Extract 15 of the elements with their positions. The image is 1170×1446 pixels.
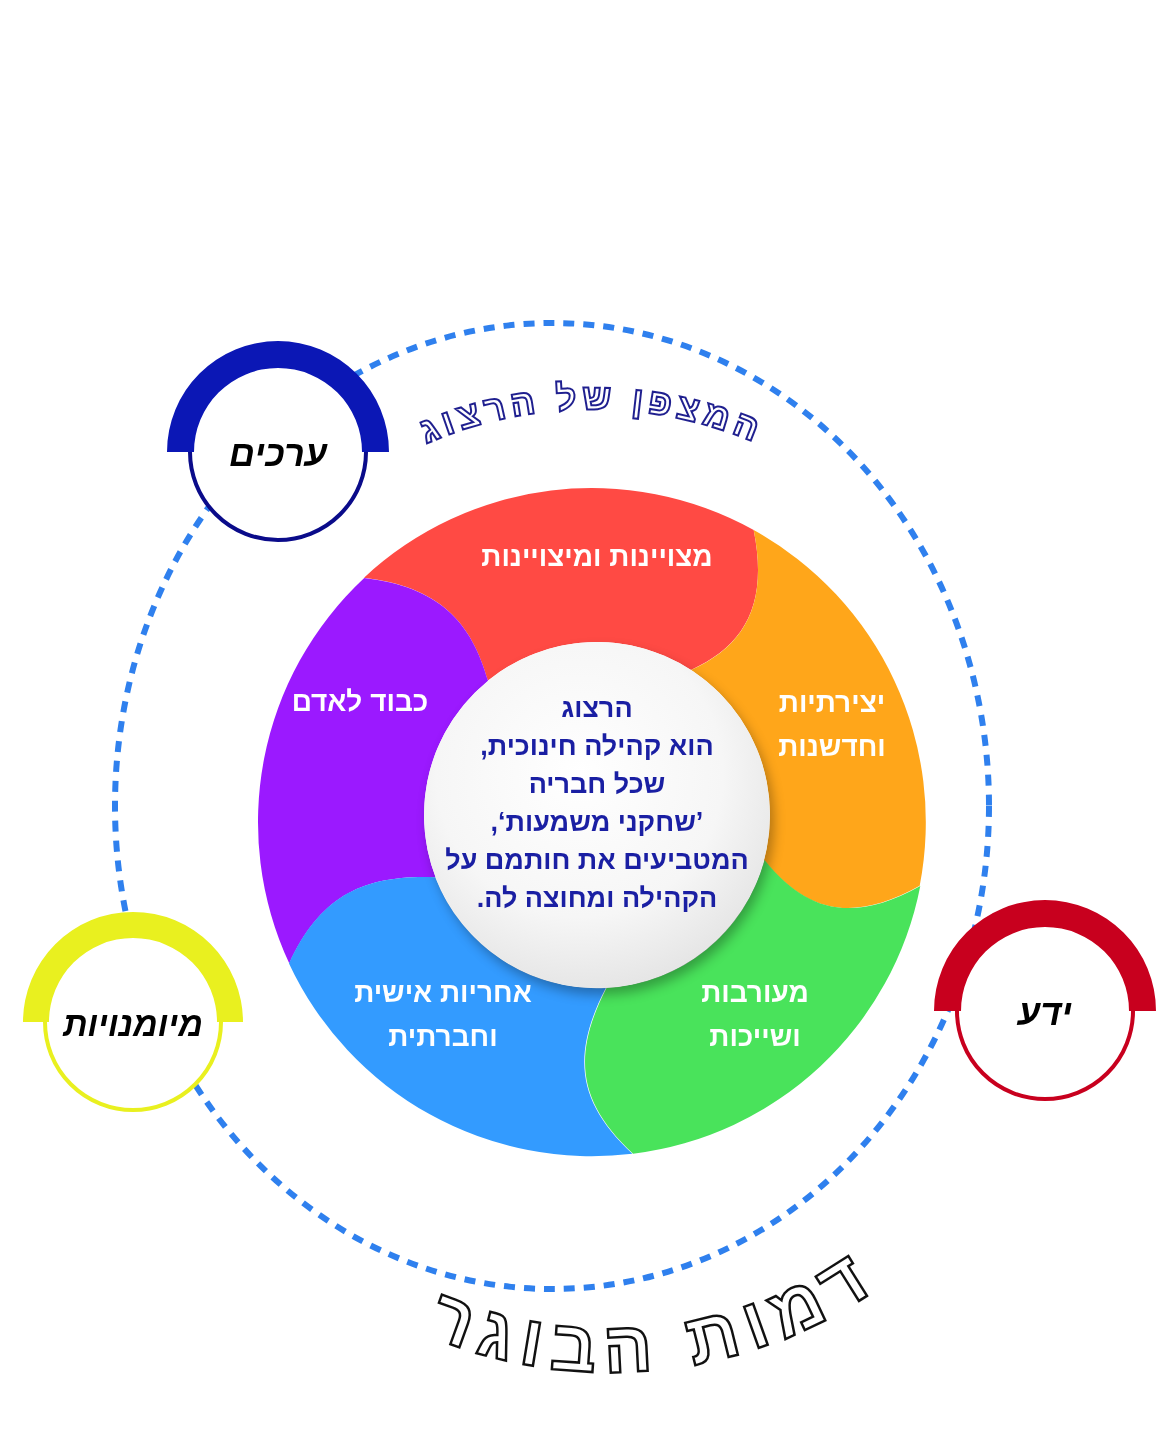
wheel-segment xyxy=(364,488,759,681)
mission-statement: הרצוג הוא קהילה חינוכית, שכל חבריה ’שחקני משמעות‘, המטביעים את חותמם על הקהילה ומחוצה לה. xyxy=(444,692,750,915)
category-circle xyxy=(22,911,244,1113)
segment-label: יצירתיות וחדשנות xyxy=(777,686,887,764)
curved-title: דמות הבוגר xyxy=(420,1231,890,1388)
category-circle xyxy=(166,340,390,543)
category-label: ערכים xyxy=(229,434,327,474)
category-label: מיומנויות xyxy=(63,1004,203,1044)
segment-label: מעורבות ושייכות xyxy=(700,976,810,1054)
curved-label: המצפן של הרצוג xyxy=(413,376,771,452)
segment-label: כבוד לאדם xyxy=(290,685,430,719)
category-label: ידע xyxy=(1017,993,1073,1033)
category-circle xyxy=(933,899,1157,1102)
segment-label: אחריות אישית וחברתית xyxy=(353,976,533,1054)
segment-label: מצויינות ומיצויינות xyxy=(480,540,714,574)
